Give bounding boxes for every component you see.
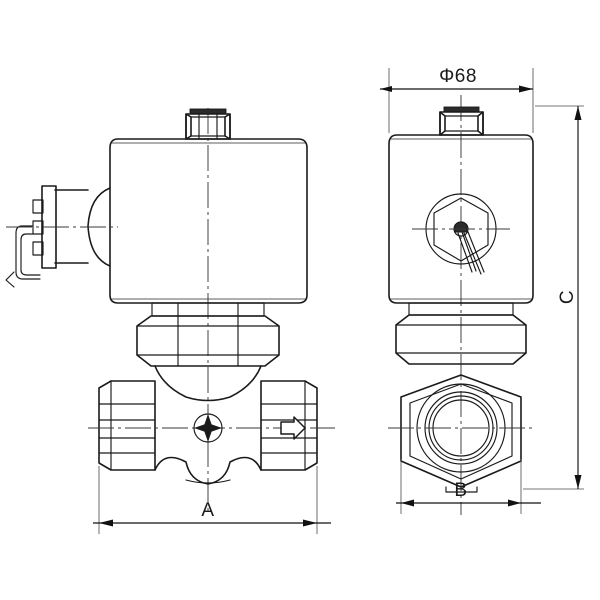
front-electrical-connector (5, 185, 118, 288)
dimension-B-label: B (454, 480, 467, 501)
front-valve-body (88, 365, 335, 485)
dimension-B: B (396, 459, 541, 514)
dimension-C-label: C (557, 290, 578, 304)
side-hex-port-nut (388, 374, 536, 493)
front-hex-bonnet-nut (136, 302, 280, 367)
side-terminal-hex-face (412, 193, 510, 275)
star-center-mark (193, 413, 223, 443)
side-hex-bonnet-nut (395, 302, 527, 365)
dimension-phi68-label: Φ68 (439, 66, 477, 87)
dimension-C: C (523, 105, 584, 490)
lead-wires (457, 231, 485, 275)
front-view-group (5, 108, 335, 515)
dimension-A-label: A (201, 500, 214, 521)
side-solenoid-coil-body (388, 134, 534, 304)
side-view-group (388, 95, 536, 515)
flow-direction-arrow (280, 416, 306, 440)
dimension-A: A (93, 466, 331, 534)
side-hex-cap-nut (439, 106, 484, 136)
front-solenoid-coil-body (109, 138, 308, 304)
dimension-phi68: Φ68 (380, 66, 534, 133)
